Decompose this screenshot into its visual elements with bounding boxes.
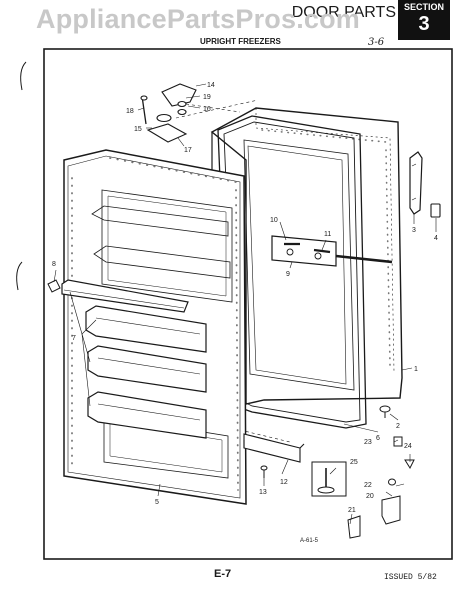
lower-hinge-rail (243, 433, 305, 463)
reference-code: A-61-5 (300, 538, 319, 544)
door-shelf-bars (61, 279, 207, 439)
callout-11: 11 (324, 231, 331, 238)
bottom-hinge-parts (347, 436, 415, 539)
callout-17: 17 (184, 147, 192, 154)
callout-20: 20 (366, 493, 374, 500)
callout-13: 13 (259, 489, 267, 496)
latch-assembly (271, 235, 393, 267)
callout-3: 3 (412, 227, 416, 234)
handwritten-note: 3-6 (368, 37, 385, 48)
callout-21: 21 (348, 507, 356, 514)
callout-9: 9 (286, 271, 290, 278)
callout-24: 24 (404, 443, 412, 450)
callout-6: 6 (376, 435, 380, 442)
door-handle (409, 151, 423, 215)
callout-7: 7 (72, 335, 76, 342)
callout-12: 12 (280, 479, 288, 486)
callout-8: 8 (52, 261, 56, 268)
callout-23: 23 (364, 439, 372, 446)
upper-hinge-assembly (140, 83, 197, 143)
callout-14: 14 (207, 82, 215, 89)
callout-25: 25 (350, 459, 358, 466)
callout-18: 18 (126, 108, 134, 115)
footer-issued-date: ISSUED 5/82 (384, 573, 437, 582)
section-box: SECTION 3 (398, 0, 450, 40)
callout-16: 16 (203, 106, 211, 113)
section-label: SECTION (403, 2, 444, 12)
footer-page-code: E-7 (214, 568, 232, 580)
margin-mark (16, 261, 23, 291)
page-subtitle: UPRIGHT FREEZERS (200, 37, 281, 46)
callout-2: 2 (396, 423, 400, 430)
screw-13 (260, 465, 268, 478)
leveling-leg (311, 461, 347, 497)
door-stop-pin (379, 405, 391, 418)
callout-10: 10 (270, 217, 278, 224)
diagram-frame (43, 48, 453, 560)
callout-1: 1 (414, 366, 418, 373)
callout-22: 22 (364, 482, 372, 489)
hinge-alignment-lines (175, 99, 291, 443)
callout-4: 4 (434, 235, 438, 242)
header-door-parts: DOOR PARTS (291, 4, 396, 21)
shelf-clip (47, 279, 61, 293)
callout-numbers: 1 2 3 4 5 6 7 8 9 10 11 12 13 14 15 16 1… (52, 82, 438, 514)
watermark: AppliancePartsPros.com (36, 4, 361, 34)
callout-15: 15 (134, 126, 142, 133)
section-number: 3 (418, 13, 430, 35)
handle-cap (430, 203, 441, 218)
callout-5: 5 (155, 499, 159, 506)
margin-mark (20, 61, 27, 91)
callout-leaders (53, 83, 437, 525)
callout-19: 19 (203, 94, 211, 101)
